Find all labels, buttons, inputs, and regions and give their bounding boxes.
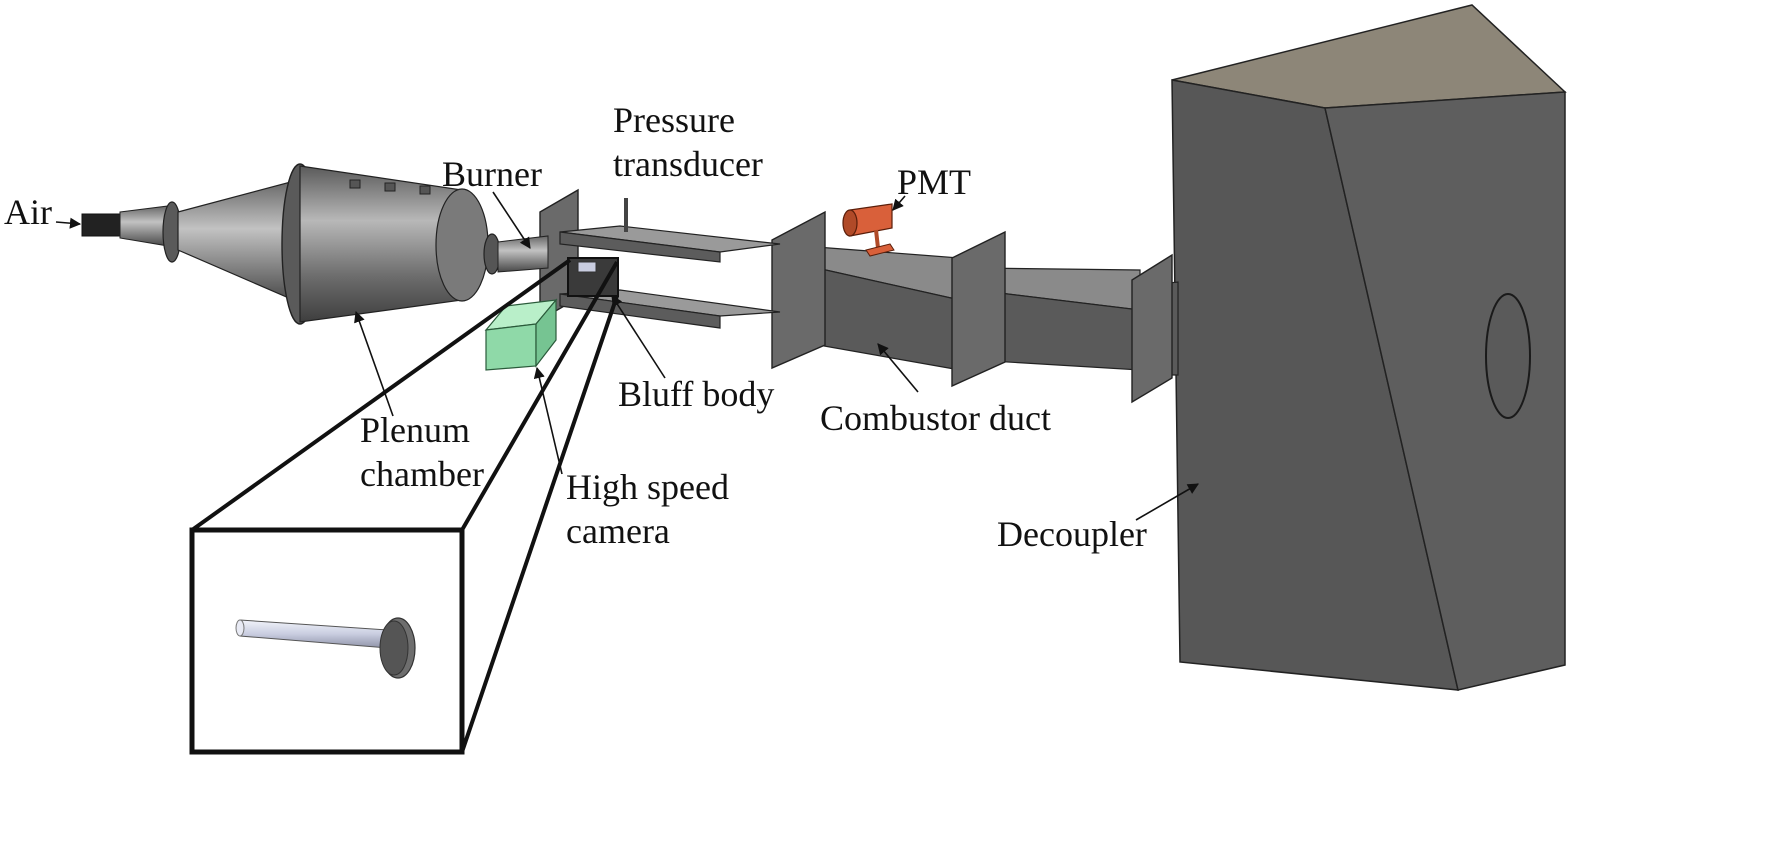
flange bbox=[771, 210, 826, 370]
flange bbox=[1131, 253, 1173, 404]
label-pressure-transducer-line1: Pressure bbox=[613, 100, 735, 140]
label-high-speed-camera-line2: camera bbox=[566, 511, 670, 551]
label-decoupler: Decoupler bbox=[997, 514, 1147, 554]
label-high-speed-camera-line1: High speed bbox=[566, 467, 729, 507]
high-speed-camera bbox=[484, 298, 558, 371]
plenum-assembly bbox=[81, 163, 549, 325]
label-combustor-duct: Combustor duct bbox=[820, 398, 1051, 438]
labels: Air Burner Pressure transducer PMT Bluff… bbox=[4, 100, 1147, 554]
label-plenum-chamber-line1: Plenum bbox=[360, 410, 470, 450]
pmt-detector bbox=[842, 203, 895, 257]
decoupler-port bbox=[1485, 293, 1531, 419]
optical-section bbox=[539, 188, 781, 329]
label-bluff-body: Bluff body bbox=[618, 374, 774, 414]
label-plenum-chamber-line2: chamber bbox=[360, 454, 484, 494]
label-pmt: PMT bbox=[897, 162, 971, 202]
decoupler-box bbox=[1171, 4, 1567, 691]
zoom-inset bbox=[189, 258, 619, 755]
flange bbox=[951, 230, 1006, 388]
leader-lines bbox=[55, 191, 1199, 521]
label-pressure-transducer-line2: transducer bbox=[613, 144, 763, 184]
bluff-body-closeup bbox=[235, 617, 416, 679]
label-burner: Burner bbox=[442, 154, 542, 194]
combustor-duct bbox=[771, 210, 1179, 404]
label-air: Air bbox=[4, 192, 52, 232]
